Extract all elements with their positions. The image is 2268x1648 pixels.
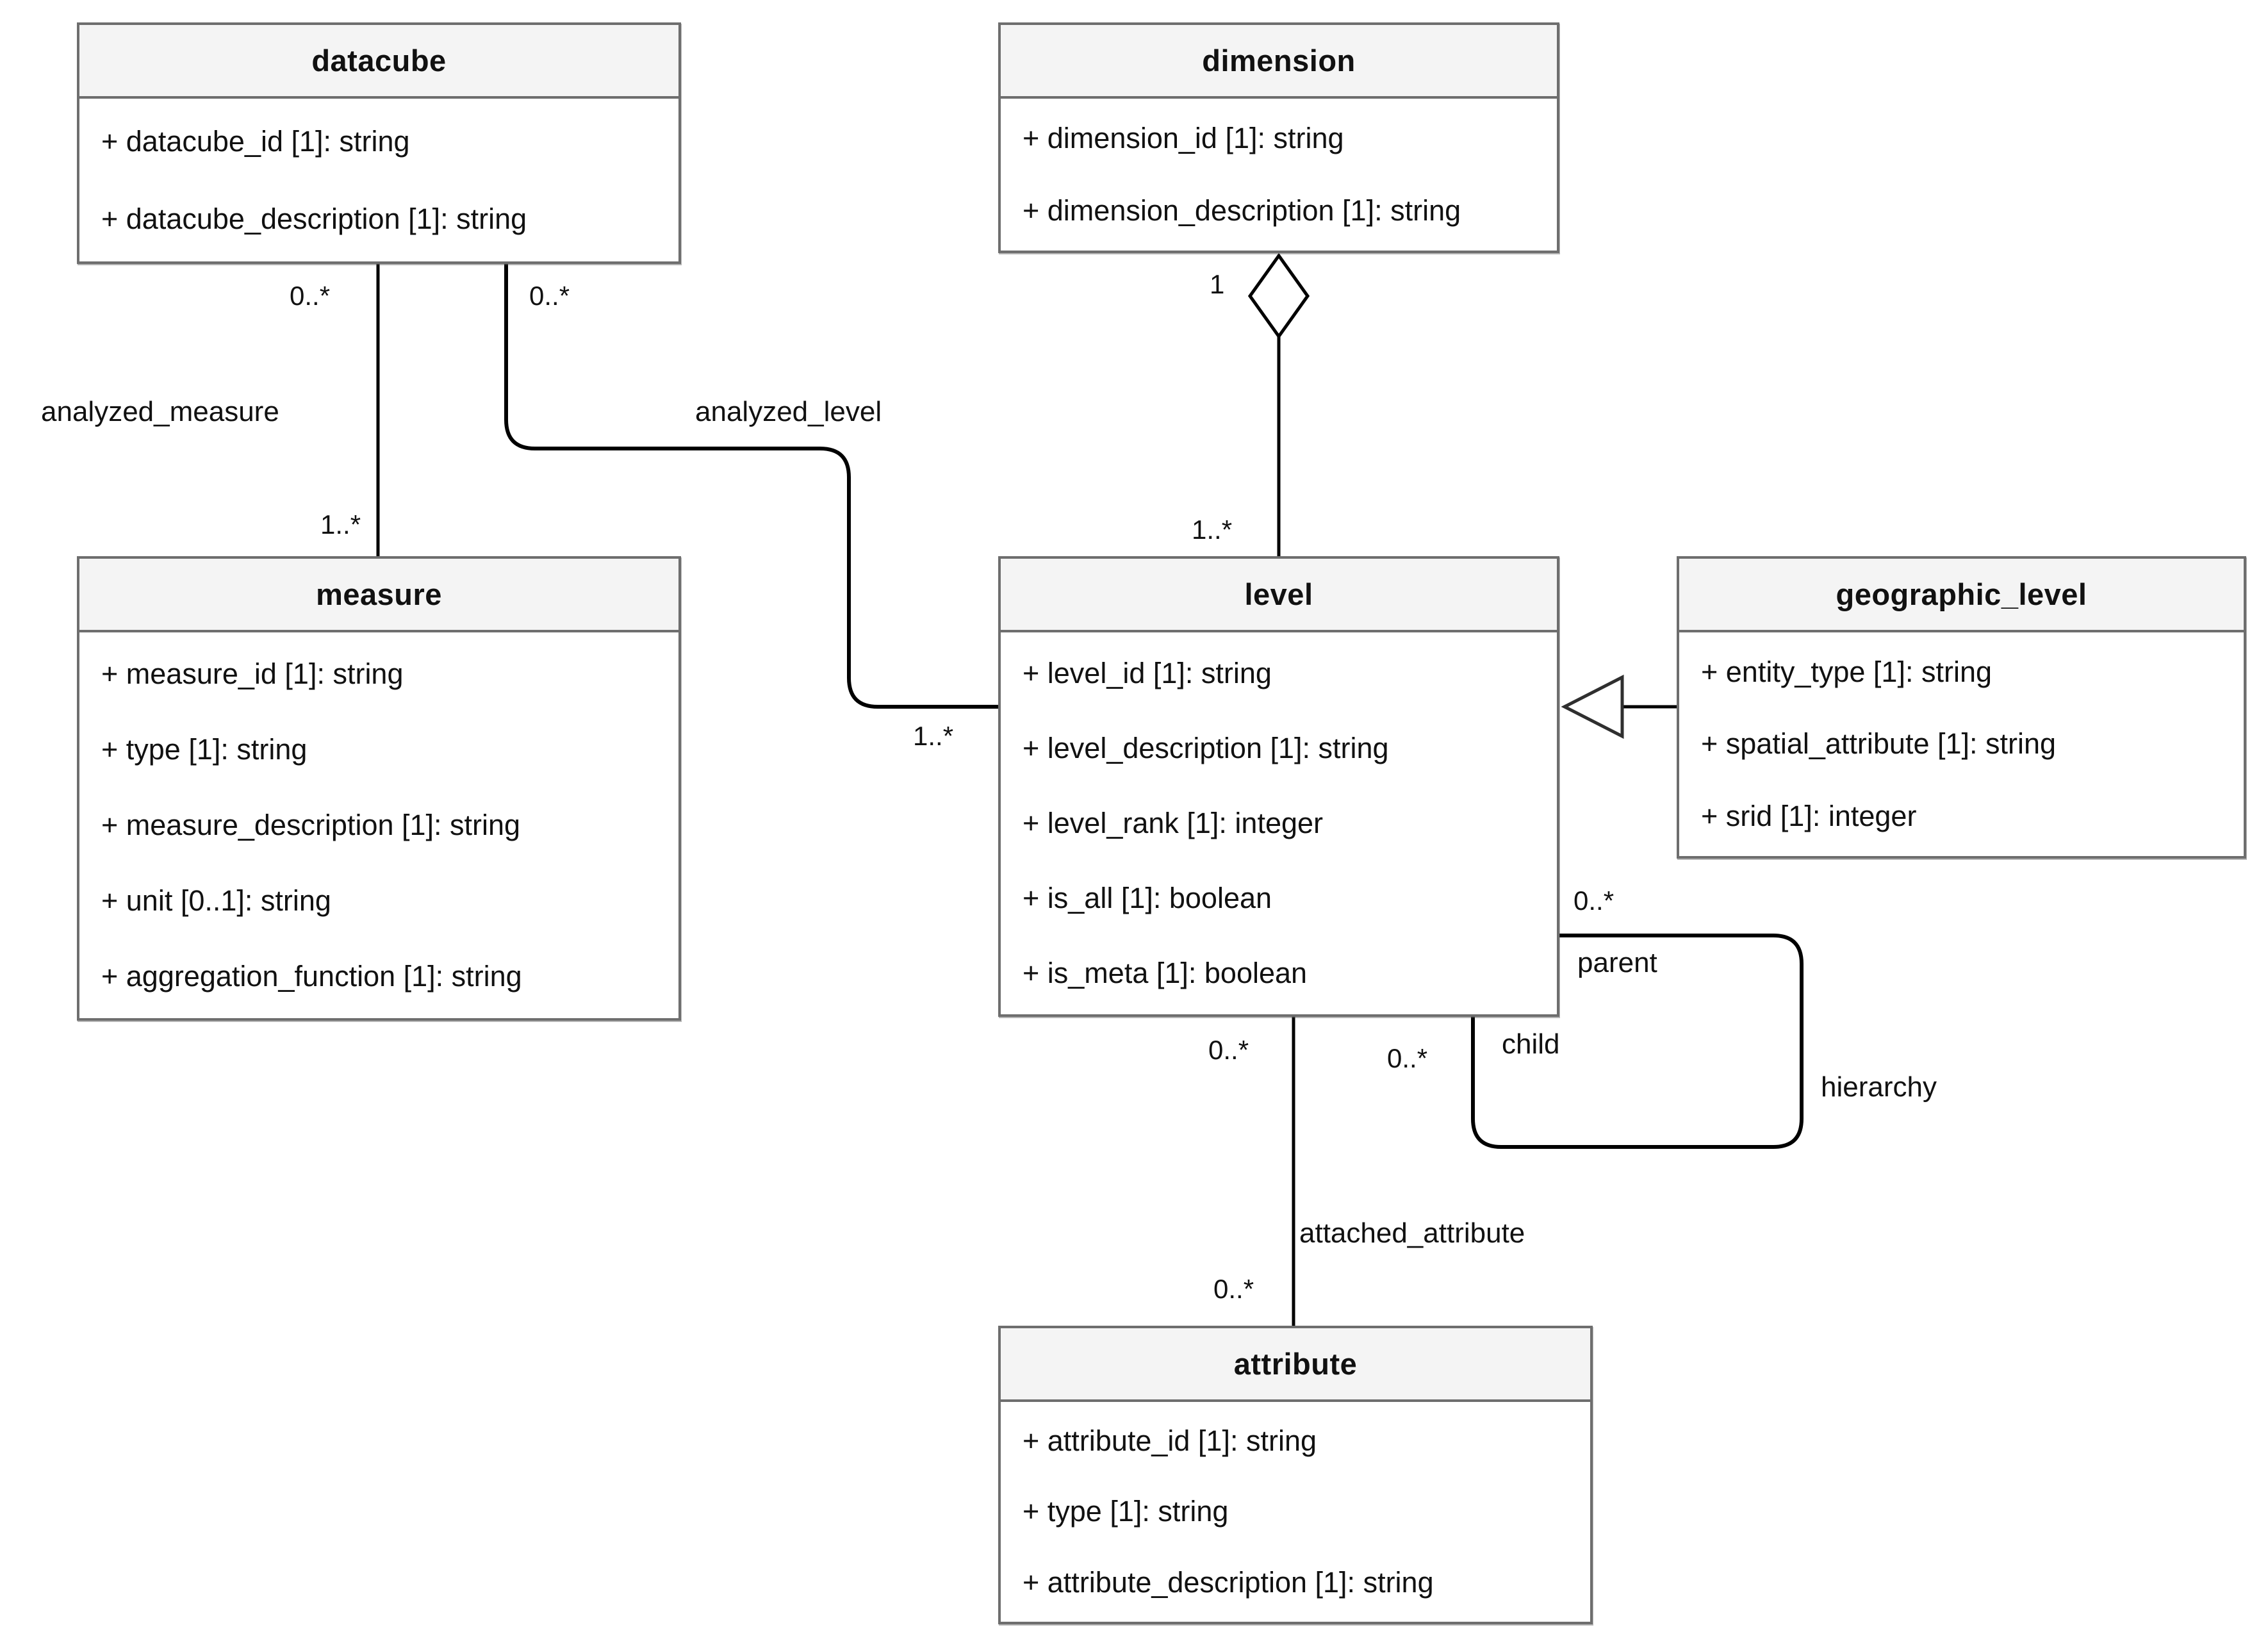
class-attribute: + spatial_attribute [1]: string xyxy=(1701,727,2057,761)
mult-dimension-end: 1 xyxy=(1210,269,1225,299)
class-attribute: + measure_id [1]: string xyxy=(101,657,404,690)
class-attribute: + dimension_description [1]: string xyxy=(1023,194,1461,227)
class-attribute: + srid [1]: integer xyxy=(1701,799,1917,832)
class-attribute: + datacube_description [1]: string xyxy=(101,202,527,235)
class-attributes: + level_id [1]: string + level_descripti… xyxy=(1001,632,1557,1014)
class-title: datacube xyxy=(79,25,678,99)
class-attributes: + measure_id [1]: string + type [1]: str… xyxy=(79,632,678,1018)
edge-analyzed-level xyxy=(504,264,998,709)
class-attributes: + dimension_id [1]: string + dimension_d… xyxy=(1001,99,1557,251)
role-label-child: child xyxy=(1502,1028,1560,1060)
mult-hierarchy-parent-end: 0..* xyxy=(1574,886,1615,916)
mult-hierarchy-child-end: 0..* xyxy=(1387,1043,1428,1073)
class-attribute: + is_all [1]: boolean xyxy=(1023,881,1272,914)
class-attribute: + entity_type [1]: string xyxy=(1701,655,1992,689)
class-dimension: dimension + dimension_id [1]: string + d… xyxy=(998,22,1559,253)
class-title: geographic_level xyxy=(1679,559,2244,632)
class-geographic-level: geographic_level + entity_type [1]: stri… xyxy=(1677,556,2246,859)
association-label-analyzed-measure: analyzed_measure xyxy=(41,396,279,427)
mult-analyzed-measure-measure-end: 1..* xyxy=(320,509,361,540)
class-attributes: + attribute_id [1]: string + type [1]: s… xyxy=(1001,1402,1590,1622)
class-attribute: + aggregation_function [1]: string xyxy=(101,960,522,993)
generalization-triangle-icon xyxy=(1561,674,1624,739)
class-attribute: + is_meta [1]: boolean xyxy=(1023,956,1308,989)
role-label-parent: parent xyxy=(1577,947,1657,978)
class-attribute: + level_description [1]: string xyxy=(1023,732,1389,765)
class-attribute: + attribute_id [1]: string xyxy=(1023,1424,1317,1458)
class-title: measure xyxy=(79,559,678,632)
class-datacube: datacube + datacube_id [1]: string + dat… xyxy=(77,22,681,264)
class-measure: measure + measure_id [1]: string + type … xyxy=(77,556,681,1021)
mult-analyzed-level-datacube-end: 0..* xyxy=(529,281,570,311)
class-level: level + level_id [1]: string + level_des… xyxy=(998,556,1559,1017)
association-label-analyzed-level: analyzed_level xyxy=(695,396,882,427)
edge-hierarchy-loop xyxy=(1471,934,1804,1149)
mult-attached-attribute-attribute-end: 0..* xyxy=(1213,1274,1254,1304)
class-attributes: + entity_type [1]: string + spatial_attr… xyxy=(1679,632,2244,856)
mult-attached-attribute-level-end: 0..* xyxy=(1208,1035,1249,1065)
mult-dimension-level-level-end: 1..* xyxy=(1192,515,1233,545)
class-attribute: + type [1]: string xyxy=(1023,1495,1229,1528)
class-attribute: + level_rank [1]: integer xyxy=(1023,806,1324,839)
class-attribute: attribute + attribute_id [1]: string + t… xyxy=(998,1326,1593,1624)
class-attributes: + datacube_id [1]: string + datacube_des… xyxy=(79,99,678,261)
mult-analyzed-measure-datacube-end: 0..* xyxy=(290,281,331,311)
class-title: attribute xyxy=(1001,1328,1590,1402)
mult-analyzed-level-level-end: 1..* xyxy=(913,721,954,751)
association-label-attached-attribute: attached_attribute xyxy=(1299,1217,1525,1249)
class-attribute: + dimension_id [1]: string xyxy=(1023,122,1344,155)
class-attribute: + datacube_id [1]: string xyxy=(101,124,410,158)
class-attribute: + attribute_description [1]: string xyxy=(1023,1565,1434,1599)
class-attribute: + type [1]: string xyxy=(101,733,308,766)
aggregation-diamond-icon xyxy=(1247,252,1310,340)
class-title: level xyxy=(1001,559,1557,632)
class-attribute: + level_id [1]: string xyxy=(1023,657,1272,690)
class-attribute: + measure_description [1]: string xyxy=(101,809,521,841)
association-label-hierarchy: hierarchy xyxy=(1821,1071,1937,1103)
class-attribute: + unit [0..1]: string xyxy=(101,884,331,917)
class-title: dimension xyxy=(1001,25,1557,99)
